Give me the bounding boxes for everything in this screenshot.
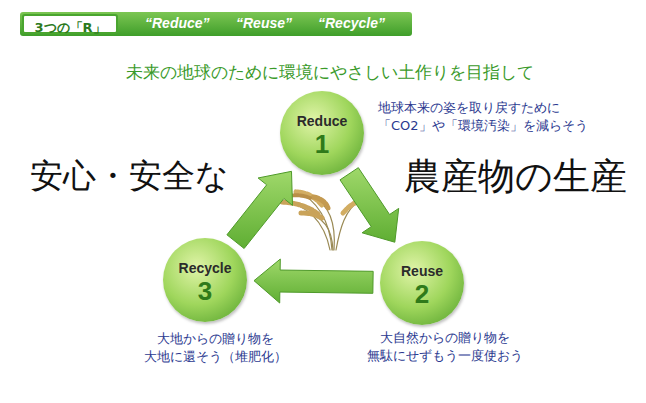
description-text: 大地からの贈り物を 大地に還そう（堆肥化） [133,330,298,365]
header-band: “Reduce” “Reuse” “Recycle” 3つの「R」 [20,12,412,36]
node-label: Recycle [179,260,232,276]
node-label: “Recycle” [318,15,385,31]
subtitle: 未来の地球のために環境にやさしい土作りを目指して [126,61,534,84]
node-label: 3つの「R」 [34,19,105,37]
reduce-circle: Reduce1地球本来の姿を取り戻すために 「CO2」や「環境汚染」を減らそう [280,91,364,175]
header-tab: 3つの「R」 [22,14,118,34]
node-label: Reduce [297,113,348,129]
cycle-arrow [227,171,293,248]
step-number: 3 [198,278,212,304]
description-text: 地球本来の姿を取り戻すために 「CO2」や「環境汚染」を減らそう [378,99,608,134]
reuse-circle: Reuse2大自然からの贈り物を 無駄にせずもう一度使おう [380,241,464,325]
slogan-text: 安心・安全な [30,154,229,199]
node-label: “Reuse” [236,15,292,31]
slogan-text: 農産物の生産 [404,152,627,202]
description-text: 大自然からの贈り物を 無駄にせずもう一度使おう [358,329,533,364]
step-number: 1 [315,131,329,157]
recycle-circle: Recycle3大地からの贈り物を 大地に還そう（堆肥化） [163,238,247,322]
node-label: “Reduce” [145,15,210,31]
step-number: 2 [415,281,429,307]
cycle-arrow [340,168,399,243]
node-label: Reuse [401,263,443,279]
cycle-arrow [254,259,373,303]
